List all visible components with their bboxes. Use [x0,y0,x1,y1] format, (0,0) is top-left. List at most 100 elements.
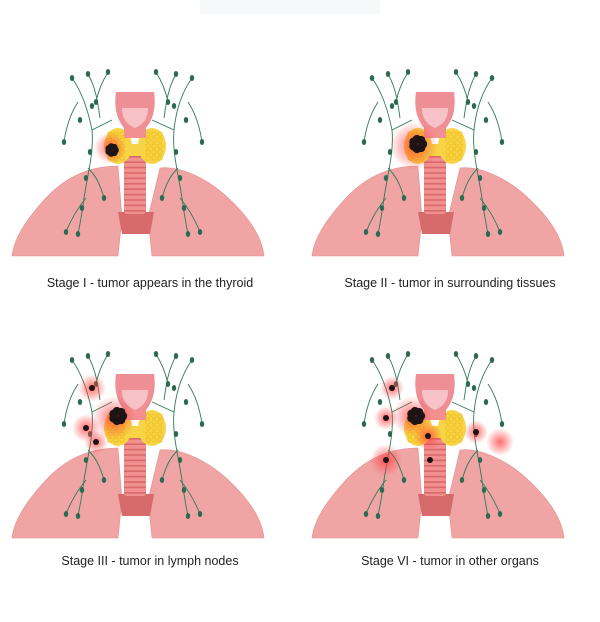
lymph-node [185,513,191,519]
lymph-vessel [487,383,503,425]
lymph-vessel [91,119,113,131]
thyroid-cell [451,155,457,161]
lymph-vessel [461,167,479,199]
stage-3-panel: Stage III - tumor in lymph nodes [0,330,300,622]
thyroid-cell [145,437,151,443]
thyroid-cell [145,155,151,161]
trachea-ring [124,481,146,483]
trachea-ring [424,166,446,169]
trachea [124,432,146,496]
stage-4-illustration [311,351,565,539]
lymph-vessel [173,77,193,235]
lymph-node [483,117,489,123]
lymph-vessel [473,359,493,517]
thyroid-cell [157,437,163,443]
lymph-vessel [387,73,401,119]
lymph-node [473,71,479,77]
lymph-node [189,357,195,363]
lymph-node [361,421,367,427]
larynx-base [424,410,446,420]
thyroid-cell [451,431,457,437]
thyroid-cell [157,149,163,155]
lymph-vessel [63,101,79,143]
lymph-node [85,71,91,77]
trachea-ring [424,486,446,489]
lymph-node [459,477,465,483]
lymph-vessel [71,77,93,235]
tumor-cell [414,407,424,417]
lymph-vessel [163,73,177,119]
metastatic-node [425,433,431,439]
lymph-node [197,229,203,235]
lymph-vessel [63,383,79,425]
thyroid-cell [151,155,157,161]
lymph-node [401,195,407,201]
larynx-base [424,128,446,138]
larynx-base [124,128,146,138]
thyroid-cell [151,131,157,137]
lymph-vessel [451,401,475,413]
primary-tumor [109,406,128,426]
lymph-node [173,149,179,155]
lymph-node [177,457,183,463]
trachea-ring [124,199,146,201]
trachea-ring [424,459,446,462]
lymph-node [185,231,191,237]
trachea-ring [424,465,446,467]
trachea [124,150,146,214]
thyroid-cell [151,419,157,425]
lymph-node [105,351,111,357]
lymph-vessel [455,71,469,103]
lymph-vessel [463,355,477,401]
trachea-ring [124,166,146,169]
right-lung [447,167,565,257]
trachea-ring [424,204,446,207]
trachea-ring [124,210,146,212]
lymph-node [79,205,85,211]
left-lung [11,165,123,257]
lymph-node [473,149,479,155]
lymph-vessel [151,401,175,413]
thyroid-cell [457,437,463,443]
lymph-vessel [363,101,379,143]
lymph-node [405,351,411,357]
lymph-node [453,69,459,75]
lymph-node [75,513,81,519]
thyroid-cell [445,425,451,431]
stage-2-panel: Stage II - tumor in surrounding tissues [300,48,600,340]
bronchi [118,494,154,516]
lymph-vessel [395,71,409,103]
lymph-node [61,139,67,145]
trachea-ring [424,454,446,456]
lymph-node [471,103,477,109]
thyroid-cell [451,419,457,425]
trachea [424,150,446,214]
trachea-ring [424,470,446,472]
lymph-node [477,457,483,463]
left-lung [311,447,423,539]
lymph-node [153,69,159,75]
lymph-node [69,357,75,363]
bronchi [418,212,454,234]
thyroid-cell [157,431,163,437]
lymph-node [465,99,471,105]
bronchi [418,494,454,516]
thyroid-cell [451,437,457,443]
lymph-node [387,431,393,437]
trachea-ring [124,177,146,180]
lymph-node [173,353,179,359]
lymph-node [79,487,85,493]
lymph-node [93,99,99,105]
thyroid-cell [457,137,463,143]
thyroid-cell [457,425,463,431]
stage-2-caption: Stage II - tumor in surrounding tissues [344,276,556,290]
lymph-node [375,231,381,237]
lymph-node [489,75,495,81]
lymph-node [377,117,383,123]
thyroid-cell [457,131,463,137]
lymph-vessel [473,77,493,235]
thyroid-cell [407,437,413,443]
lymph-node [101,477,107,483]
lymph-node [369,75,375,81]
thyroid-cell [451,413,457,419]
